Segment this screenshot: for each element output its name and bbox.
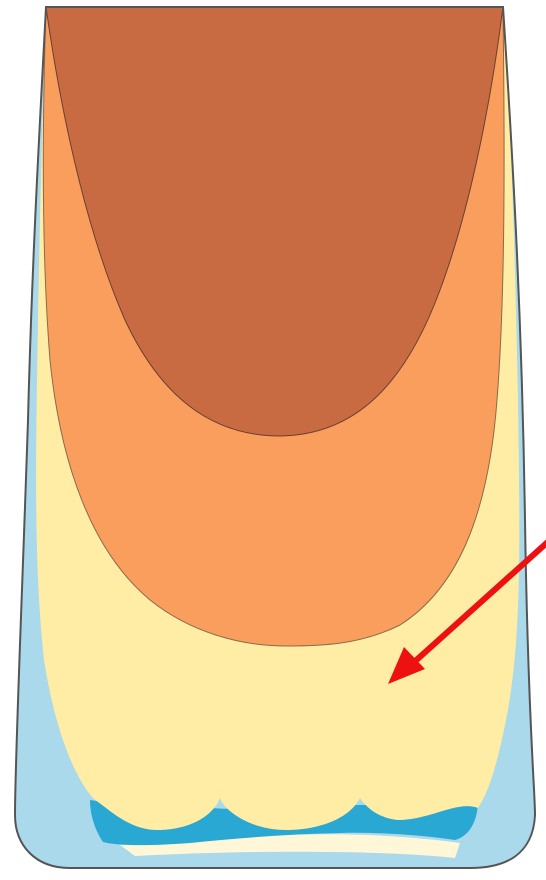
diagram-canvas — [0, 0, 546, 880]
cup-diagram — [0, 0, 546, 880]
